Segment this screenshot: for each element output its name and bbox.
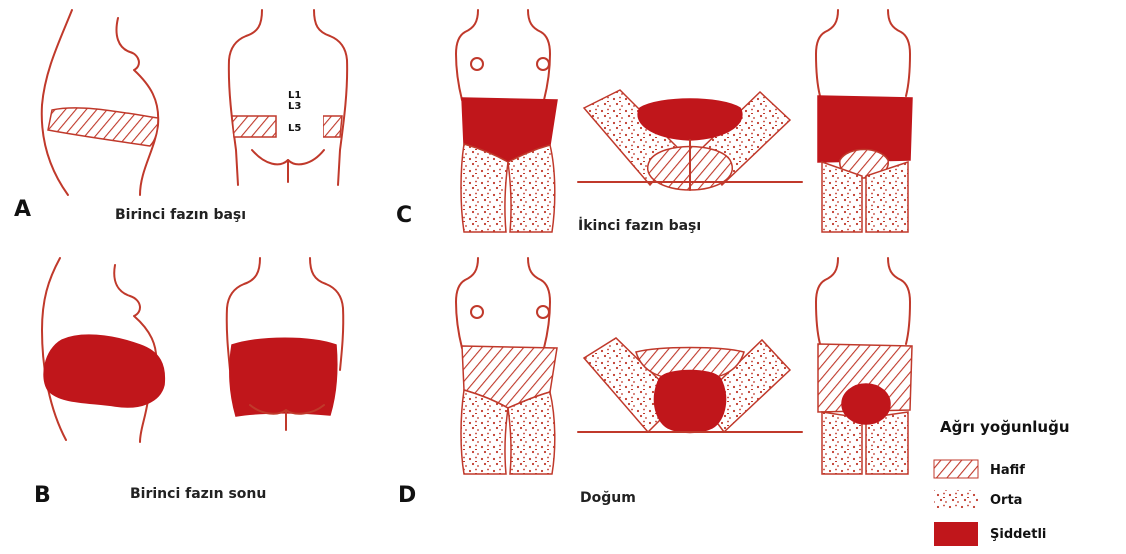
vertebra-label-l3: L3 <box>288 101 301 112</box>
vertebra-label-l5: L5 <box>288 123 301 134</box>
legend: Ağrı yoğunluğu Hafif Orta Şiddetli <box>934 418 1070 546</box>
legend-swatch-orta <box>934 490 978 508</box>
panel-b-side-view <box>42 258 164 442</box>
panel-d: D Doğum <box>398 258 912 508</box>
legend-label-siddetli: Şiddetli <box>990 527 1046 542</box>
panel-d-caption: Doğum <box>580 490 636 506</box>
panel-b: B Birinci fazın sonu <box>34 258 343 508</box>
legend-swatch-siddetli <box>934 522 978 546</box>
panel-d-front-view <box>456 258 557 474</box>
panel-b-caption: Birinci fazın sonu <box>130 486 266 502</box>
panel-c-back-view <box>816 10 912 232</box>
panel-a-letter: A <box>14 197 31 222</box>
vertebra-label-l1: L1 <box>288 90 301 101</box>
panel-a-back-view: L1 L3 L5 <box>229 10 347 185</box>
legend-swatch-hafif <box>934 460 978 478</box>
panel-c-front-view <box>456 10 557 232</box>
legend-label-orta: Orta <box>990 493 1022 508</box>
panel-d-letter: D <box>398 483 416 508</box>
panel-a: L1 L3 L5 A Birinci fazın başı <box>14 10 347 223</box>
panel-b-letter: B <box>34 483 51 508</box>
panel-c-caption: İkinci fazın başı <box>578 217 701 234</box>
panel-a-caption: Birinci fazın başı <box>115 207 246 223</box>
panel-d-perineal-view <box>578 338 802 433</box>
panel-a-side-view <box>42 10 159 195</box>
legend-title: Ağrı yoğunluğu <box>940 418 1070 436</box>
panel-c-perineal-view <box>578 90 802 190</box>
panel-c-letter: C <box>396 203 412 228</box>
panel-b-back-view <box>227 258 344 430</box>
panel-c: C İkinci fazın başı <box>396 10 912 234</box>
panel-d-back-view <box>816 258 912 474</box>
legend-label-hafif: Hafif <box>990 463 1025 478</box>
